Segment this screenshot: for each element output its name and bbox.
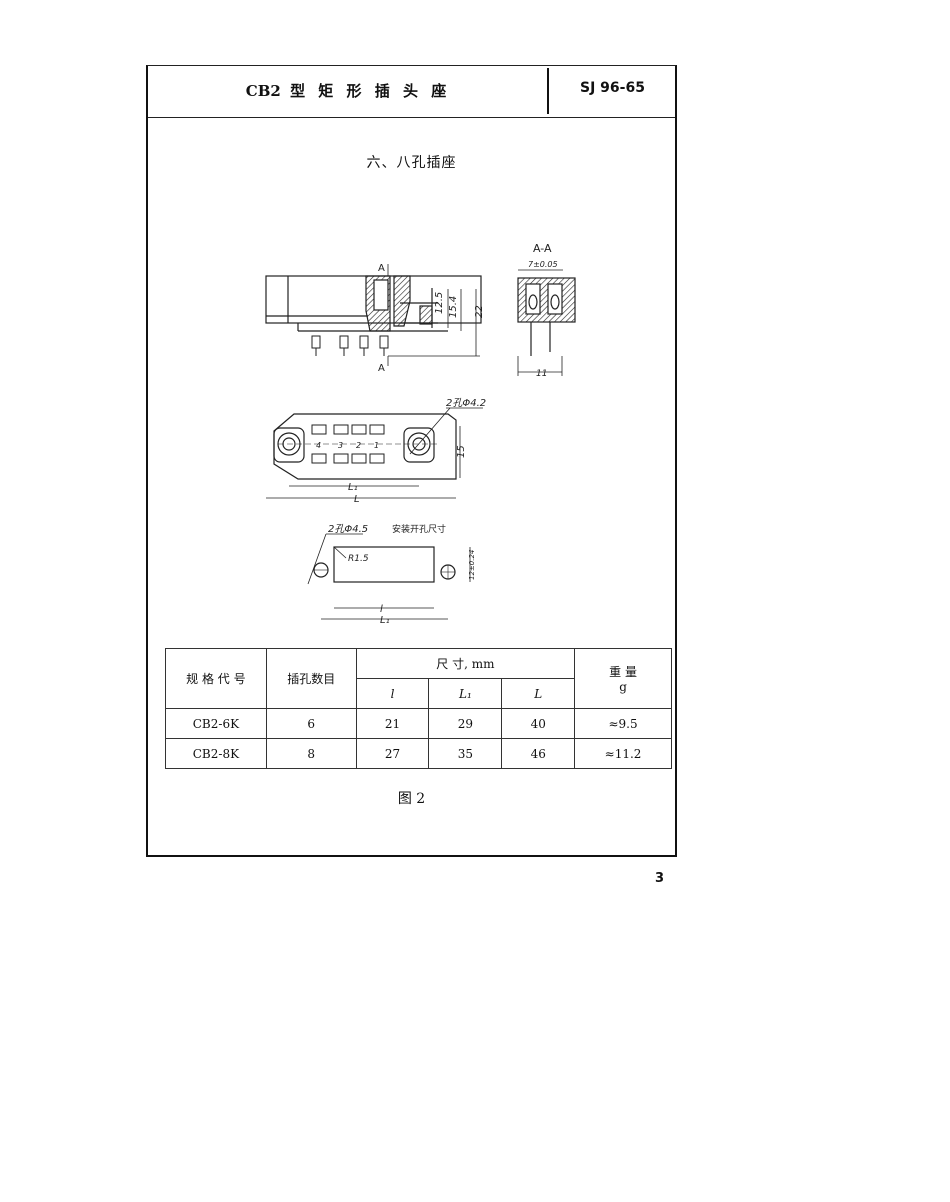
header-hole-count: 插孔数目 bbox=[265, 648, 357, 709]
radius-note: R1.5 bbox=[348, 554, 369, 564]
table-row: CB2-8K 8 27 35 46 ≈11.2 bbox=[165, 738, 672, 769]
dim-l-mount: l bbox=[380, 604, 383, 615]
title-text: 型 矩 形 插 头 座 bbox=[290, 82, 451, 100]
section-title: 六、八孔插座 bbox=[366, 155, 457, 171]
cell-spec: CB2-8K bbox=[165, 738, 267, 769]
cell-holes: 8 bbox=[265, 738, 357, 769]
header-weight-label: 重 量 bbox=[609, 665, 637, 679]
cell-l1: 35 bbox=[428, 738, 503, 769]
dim-l1-mount: L₁ bbox=[380, 615, 390, 626]
mount-hole-note: 2孔Φ4.5 bbox=[328, 523, 368, 535]
mount-cutout-view: 2孔Φ4.5 安装开孔尺寸 R1.5 12±0.24 l L₁ bbox=[307, 523, 476, 626]
pin-number-1: 1 bbox=[374, 441, 379, 450]
cell-weight: ≈11.2 bbox=[574, 738, 672, 769]
cell-holes: 6 bbox=[265, 708, 357, 739]
top-view: 4 3 2 1 2孔Φ4.2 15 L₁ L bbox=[266, 397, 486, 505]
section-view-a-a: A-A 7±0.05 11 bbox=[517, 242, 576, 379]
header-weight: 重 量 g bbox=[574, 648, 672, 709]
dim-12-5: 12.5 bbox=[434, 292, 445, 314]
cell-l: 21 bbox=[355, 708, 430, 739]
dim-12-tolerance: 12±0.24 bbox=[468, 550, 476, 580]
section-title-a-a: A-A bbox=[533, 242, 552, 255]
header-dim-l: l bbox=[355, 678, 430, 709]
dim-22: 22 bbox=[474, 305, 485, 318]
dim-l1-top: L₁ bbox=[348, 482, 358, 493]
dim-11: 11 bbox=[536, 369, 547, 379]
section-marker-top: A bbox=[378, 263, 385, 274]
pin-number-2: 2 bbox=[356, 441, 361, 450]
pin-number-3: 3 bbox=[338, 441, 343, 450]
header-spec-code: 规 格 代 号 bbox=[165, 648, 267, 709]
cell-big-l: 46 bbox=[501, 738, 576, 769]
cell-spec: CB2-6K bbox=[165, 708, 267, 739]
mount-caption: 安装开孔尺寸 bbox=[392, 523, 446, 535]
technical-drawing: 12.5 15.4 22 A A A-A 7±0.05 11 bbox=[265, 242, 576, 626]
cell-l1: 29 bbox=[428, 708, 503, 739]
standard-code: SJ 96-65 bbox=[580, 80, 645, 96]
hole-note-4-2: 2孔Φ4.2 bbox=[446, 397, 486, 409]
dim-15: 15 bbox=[456, 445, 467, 458]
document-title: CB2 型 矩 形 插 头 座 bbox=[148, 80, 548, 101]
title-divider bbox=[547, 68, 549, 114]
header-dim-big-l: L bbox=[501, 678, 576, 709]
page-number: 3 bbox=[655, 871, 665, 886]
dim-15-4: 15.4 bbox=[448, 296, 459, 318]
section-marker-bottom: A bbox=[378, 363, 385, 374]
spec-table: 规 格 代 号 插孔数目 尺 寸, mm 重 量 g l L₁ L CB2-6K… bbox=[165, 648, 672, 769]
dim-7-tolerance: 7±0.05 bbox=[528, 260, 558, 269]
cell-weight: ≈9.5 bbox=[574, 708, 672, 739]
title-block: CB2 型 矩 形 插 头 座 SJ 96-65 bbox=[148, 66, 675, 118]
cell-big-l: 40 bbox=[501, 708, 576, 739]
dim-l-top: L bbox=[354, 494, 360, 505]
figure-label: 图 2 bbox=[397, 791, 426, 807]
drawing-frame: CB2 型 矩 形 插 头 座 SJ 96-65 六、八孔插座 bbox=[146, 65, 677, 857]
pin-number-4: 4 bbox=[316, 441, 321, 450]
header-weight-unit: g bbox=[619, 680, 627, 694]
cell-l: 27 bbox=[355, 738, 430, 769]
header-dimensions: 尺 寸, mm bbox=[355, 648, 576, 679]
table-row: CB2-6K 6 21 29 40 ≈9.5 bbox=[165, 708, 672, 739]
title-model: CB2 bbox=[245, 82, 281, 100]
side-view: 12.5 15.4 22 A A bbox=[265, 263, 485, 374]
header-dim-l1: L₁ bbox=[428, 678, 503, 709]
